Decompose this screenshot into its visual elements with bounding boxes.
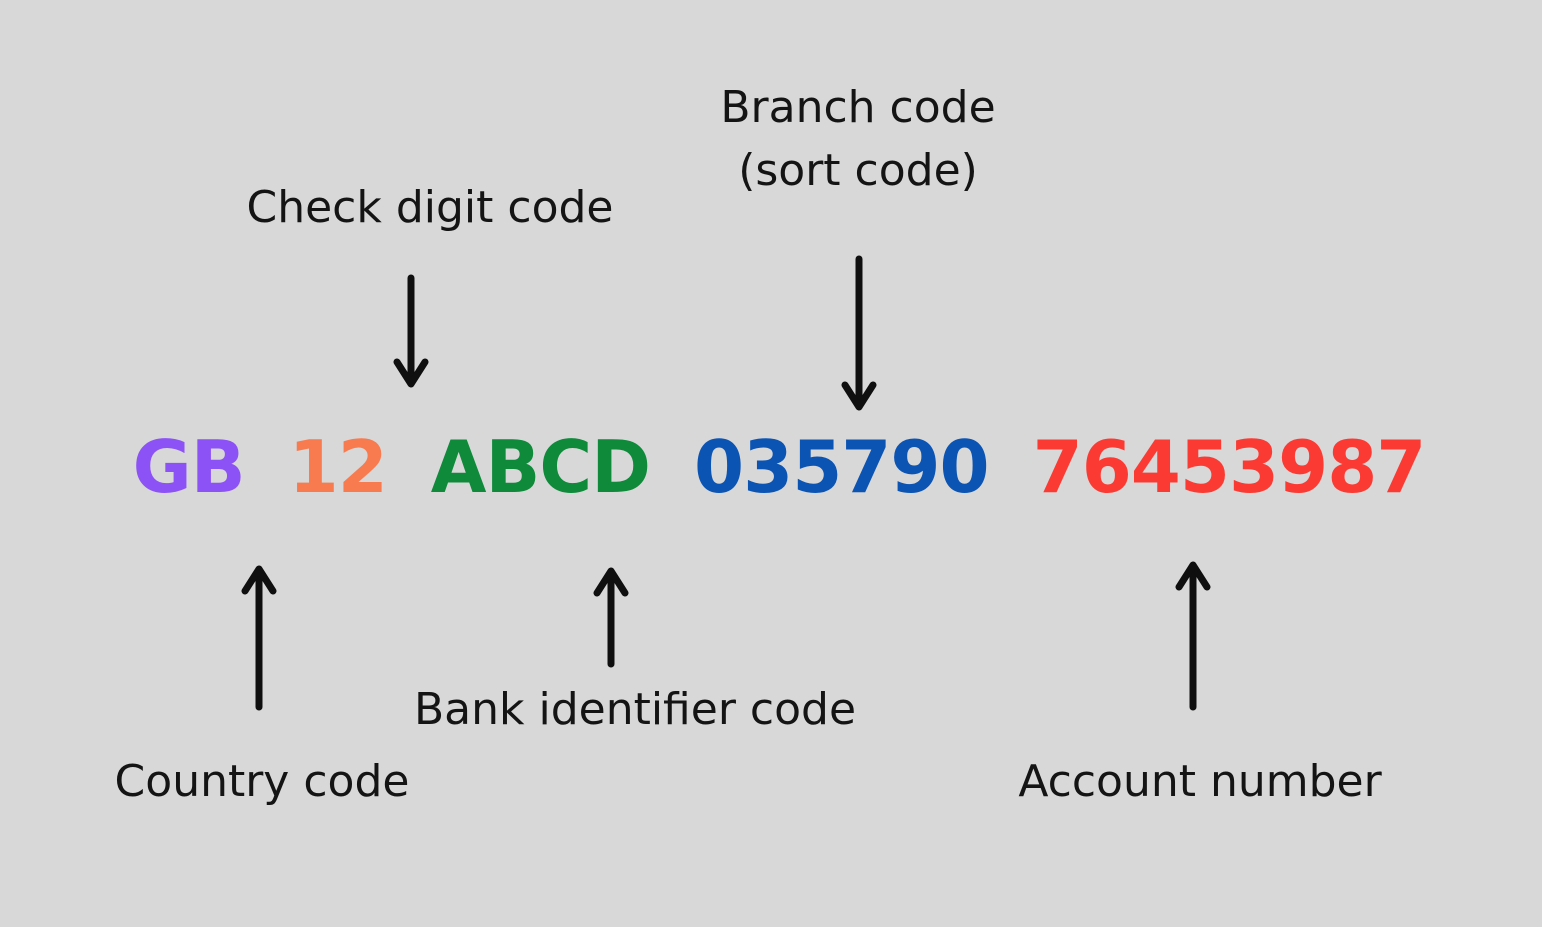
country-code-label: Country code [114,756,410,807]
iban-bank-identifier-segment: ABCD [430,425,651,509]
iban-account-number-segment: 76453987 [1032,425,1427,509]
arrow-up-country-code-icon [241,565,277,711]
iban-country-code-segment: GB [132,425,246,509]
branch-code-label-line2: (sort code) [738,145,978,196]
arrow-up-account-number-icon [1175,561,1211,711]
arrow-down-check-digit-icon [393,274,429,388]
iban-branch-code-segment: 035790 [694,425,990,509]
bank-identifier-label: Bank identifier code [413,684,857,735]
arrow-down-branch-code-icon [841,255,877,411]
arrow-up-bank-identifier-icon [593,567,629,668]
iban-code: GB 12 ABCD 035790 76453987 [16,426,1542,509]
account-number-label: Account number [1018,756,1382,807]
branch-code-label-line1: Branch code [720,82,996,133]
check-digit-label: Check digit code [246,182,614,233]
iban-check-digit-segment: 12 [288,425,388,509]
branch-code-label: Branch code (sort code) [720,76,995,202]
